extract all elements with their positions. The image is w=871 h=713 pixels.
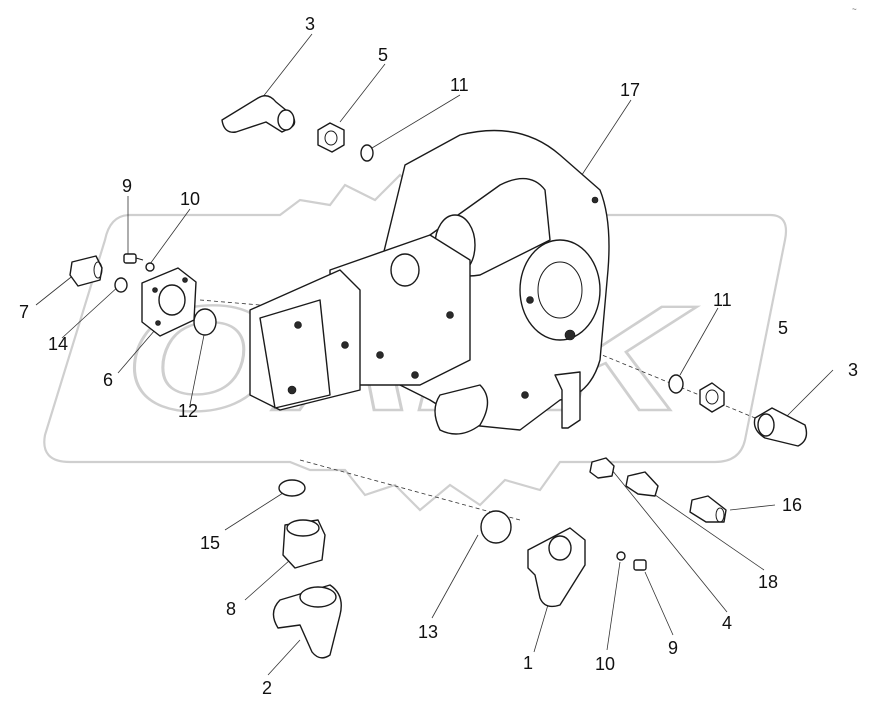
washer-10-left: [145, 262, 155, 272]
o-ring-12: [193, 308, 217, 336]
adapter-fitting-7: [69, 255, 103, 287]
callout-15: 15: [200, 533, 220, 553]
callout-16: 16: [782, 495, 802, 515]
elbow-2: [272, 584, 342, 659]
callout-2: 2: [262, 678, 272, 698]
callout-14: 14: [48, 334, 68, 354]
callout-4: 4: [722, 613, 732, 633]
nut-top: [317, 122, 345, 153]
o-ring-top: [360, 144, 374, 162]
adapter-8: [282, 519, 326, 569]
callout-7: 7: [19, 302, 29, 322]
flange-6: [141, 267, 197, 337]
callout-1: 1: [523, 653, 533, 673]
o-ring-14: [114, 277, 128, 293]
fitting-16: [689, 495, 727, 523]
washer-10-bottom: [616, 551, 626, 561]
callout-6: 6: [103, 370, 113, 390]
callout-18: 18: [758, 572, 778, 592]
o-ring-15: [278, 479, 306, 497]
callout-9-left: 9: [122, 176, 132, 196]
callout-9-bottom: 9: [668, 638, 678, 658]
callout-labels: 3 5 11 17 9 10 7 14 6 12 11 5 3 16 18 4 …: [19, 14, 858, 698]
callout-12: 12: [178, 401, 198, 421]
o-ring-13: [480, 510, 512, 544]
leader-lines: [35, 33, 834, 676]
callout-10-left: 10: [180, 189, 200, 209]
o-ring-11-right: [668, 374, 684, 394]
fitting-18: [625, 471, 659, 497]
elbow-fitting-3-right: [753, 407, 808, 447]
callout-11-right: 11: [713, 290, 732, 310]
fitting-4: [589, 457, 615, 479]
pump-assembly: [249, 129, 610, 435]
callout-5-top: 5: [378, 45, 388, 65]
callout-13: 13: [418, 622, 438, 642]
callout-10-bottom: 10: [595, 654, 615, 674]
corner-mark: ~: [852, 5, 857, 14]
nut-5-right: [699, 382, 725, 413]
callout-8: 8: [226, 599, 236, 619]
callout-17: 17: [620, 80, 640, 100]
callout-3-top: 3: [305, 14, 315, 34]
flange-elbow-1: [527, 527, 586, 608]
callout-3-right: 3: [848, 360, 858, 380]
bolt-9-left: [123, 253, 144, 264]
elbow-fitting-top: [221, 95, 296, 133]
callout-5-right: 5: [778, 318, 788, 338]
bolt-9-bottom: [633, 559, 647, 571]
callout-11-top: 11: [450, 75, 469, 95]
